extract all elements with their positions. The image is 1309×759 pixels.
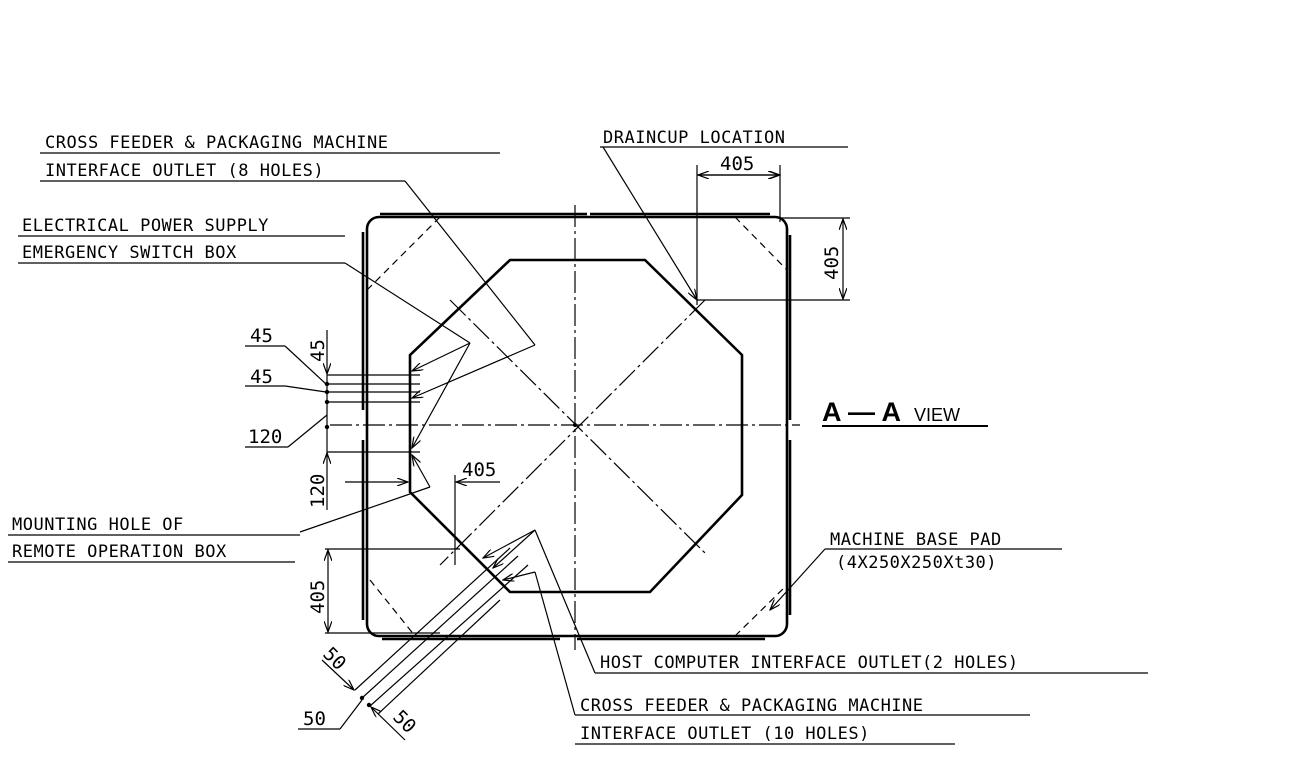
label-base-pad-line2: (4X250X250Xt30) — [836, 553, 997, 573]
callout-host-computer: HOST COMPUTER INTERFACE OUTLET(2 HOLES) — [483, 529, 1148, 674]
center-lines — [330, 205, 800, 650]
dimension-value: 405 — [720, 153, 754, 175]
dimension-value: 45 — [250, 325, 273, 347]
view-title: A — A VIEW — [822, 397, 988, 427]
machine-base-outline — [361, 212, 792, 641]
label-power-supply-line2: EMERGENCY SWITCH BOX — [22, 243, 237, 263]
bottom-hole-lines: 50 50 50 — [298, 547, 529, 741]
dimension-value: 50 — [303, 708, 326, 730]
dimension-value: 120 — [307, 474, 329, 508]
label-draincup-location: DRAINCUP LOCATION — [603, 128, 786, 148]
dimension-value: 50 — [318, 643, 350, 675]
dimension-right-405: 405 — [697, 217, 850, 301]
dimension-value: 120 — [248, 426, 282, 448]
callout-base-pad: MACHINE BASE PAD (4X250X250Xt30) — [770, 530, 1062, 610]
callout-cross-feeder-8-holes: CROSS FEEDER & PACKAGING MACHINE INTERFA… — [40, 133, 536, 398]
label-cross-feeder-10-line1: CROSS FEEDER & PACKAGING MACHINE — [580, 696, 924, 716]
callout-mounting-hole: MOUNTING HOLE OF REMOTE OPERATION BOX — [8, 455, 431, 563]
callout-power-supply: ELECTRICAL POWER SUPPLY EMERGENCY SWITCH… — [18, 216, 471, 448]
dimension-value: 405 — [462, 459, 496, 481]
callout-draincup: DRAINCUP LOCATION — [600, 128, 848, 300]
label-cross-feeder-line2: INTERFACE OUTLET (8 HOLES) — [45, 161, 324, 181]
callout-cross-feeder-10-holes: CROSS FEEDER & PACKAGING MACHINE INTERFA… — [503, 571, 1030, 745]
dimension-value: 45 — [250, 366, 273, 388]
label-mounting-line1: MOUNTING HOLE OF — [12, 515, 184, 535]
octagon-machine-body — [408, 258, 744, 594]
view-title-main: A — A — [822, 397, 901, 427]
label-cross-feeder-line1: CROSS FEEDER & PACKAGING MACHINE — [45, 133, 389, 153]
label-mounting-line2: REMOTE OPERATION BOX — [12, 542, 227, 562]
dimension-top-405: 405 — [696, 153, 780, 305]
label-host-computer: HOST COMPUTER INTERFACE OUTLET(2 HOLES) — [600, 653, 1019, 673]
view-title-suffix: VIEW — [914, 405, 960, 425]
label-base-pad-line1: MACHINE BASE PAD — [830, 530, 1002, 550]
dimension-value: 45 — [307, 339, 329, 362]
label-power-supply-line1: ELECTRICAL POWER SUPPLY — [22, 216, 269, 236]
left-hole-dimensions: 45 45 120 45 120 405 405 — [245, 325, 500, 634]
dimension-value: 50 — [388, 706, 420, 738]
label-cross-feeder-10-line2: INTERFACE OUTLET (10 HOLES) — [580, 724, 870, 744]
dimension-value: 405 — [821, 246, 843, 280]
dimension-value: 405 — [307, 580, 329, 614]
